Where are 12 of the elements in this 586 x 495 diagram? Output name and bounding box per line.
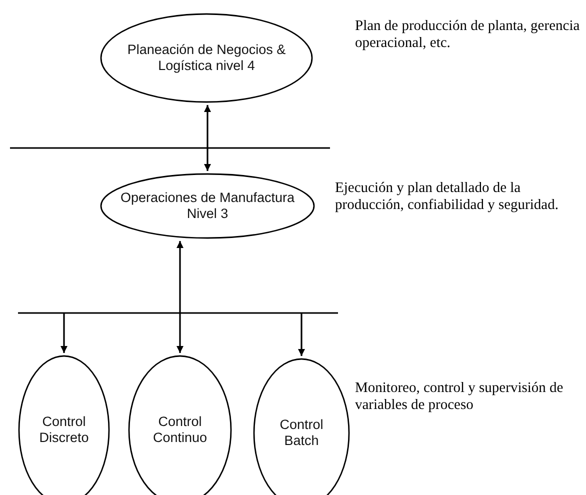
arrow <box>298 313 306 356</box>
arrow <box>60 313 68 353</box>
level-description: Monitoreo, control y supervisión de variables de proceso <box>355 380 564 414</box>
node-label: Planeación de Negocios & Logística nivel 4 <box>126 42 287 74</box>
level-description: Plan de producción de planta, gerencia operacional, etc. <box>355 18 581 52</box>
node-label: Control Continuo <box>152 414 208 446</box>
node-label: Control Batch <box>278 417 324 449</box>
level-description: Ejecución y plan detallado de la producción, confiabilidad y seguridad. <box>335 180 560 214</box>
node-label: Operaciones de Manufactura Nivel 3 <box>119 190 296 222</box>
node-label: Control Discreto <box>38 414 90 446</box>
arrow <box>204 105 212 171</box>
arrow <box>176 241 184 353</box>
